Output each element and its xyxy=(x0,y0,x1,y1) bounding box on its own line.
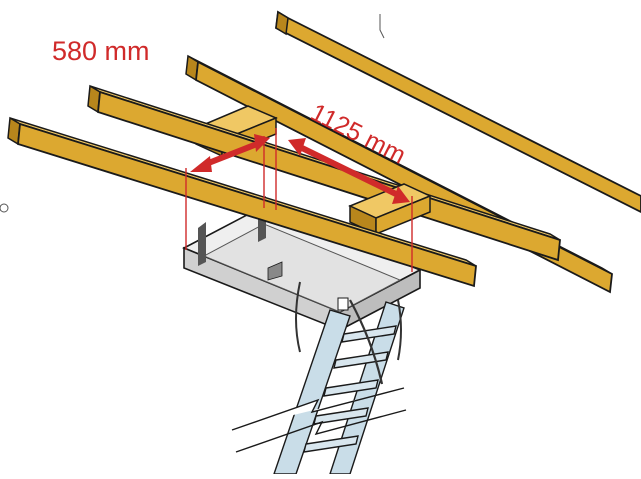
joist-back xyxy=(275,10,641,214)
dimension-markers xyxy=(185,128,413,272)
width-arrow xyxy=(190,134,270,172)
stray-marks xyxy=(0,14,385,213)
hatch-frame xyxy=(182,196,422,332)
joist-front xyxy=(7,116,477,288)
opening-width-label: 580 mm xyxy=(52,36,150,66)
folding-ladder xyxy=(231,281,407,475)
length-arrow xyxy=(288,138,410,204)
